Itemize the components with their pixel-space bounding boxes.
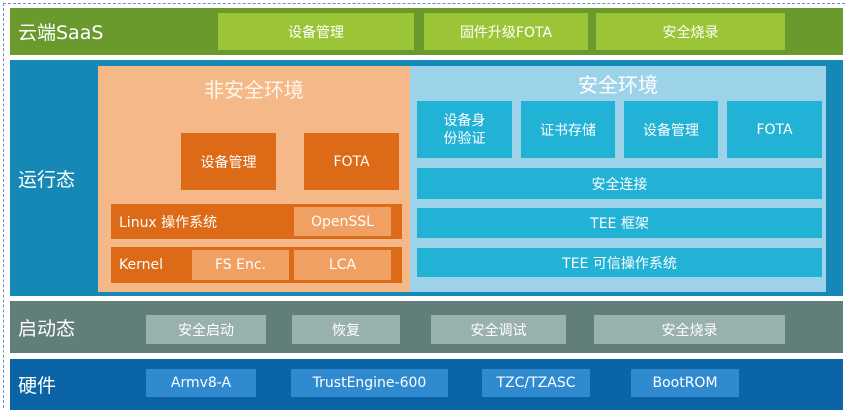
- ns-app-device-management: 设备管理: [181, 133, 276, 190]
- boot-item-secure-provisioning: 安全烧录: [594, 315, 785, 344]
- hw-item-trustengine-600: TrustEngine-600: [291, 369, 448, 397]
- tee-trusted-os-layer: TEE 可信操作系统: [417, 248, 822, 277]
- hw-item-tzc-tzasc: TZC/TZASC: [482, 369, 590, 397]
- openssl-component: OpenSSL: [294, 207, 391, 236]
- linux-os-label: Linux 操作系统: [119, 214, 218, 231]
- diagram-frame: [3, 3, 845, 408]
- sec-app-device-authentication: 设备身 份验证: [417, 101, 512, 158]
- sec-app-device-authentication-line1: 设备身: [443, 112, 486, 129]
- kernel-label: Kernel: [119, 257, 163, 273]
- sec-app-fota: FOTA: [727, 101, 822, 158]
- sec-app-device-authentication-line2: 份验证: [443, 130, 486, 147]
- hardware-label: 硬件: [18, 375, 57, 397]
- hw-item-armv8a: Armv8-A: [146, 369, 256, 397]
- cloud-saas-label: 云端SaaS: [18, 22, 104, 44]
- cloud-item-device-management: 设备管理: [218, 13, 414, 50]
- sec-app-certificate-storage: 证书存储: [521, 101, 615, 158]
- runtime-label: 运行态: [18, 168, 76, 191]
- secure-connection-layer: 安全连接: [417, 168, 822, 199]
- hw-item-bootrom: BootROM: [631, 369, 739, 397]
- boot-label: 启动态: [18, 317, 76, 340]
- boot-item-secure-debug: 安全调试: [431, 315, 566, 344]
- cloud-item-fota: 固件升级FOTA: [424, 13, 588, 50]
- tee-framework-layer: TEE 框架: [417, 208, 822, 238]
- secure-title: 安全环境: [578, 72, 658, 97]
- cloud-item-secure-provisioning: 安全烧录: [596, 13, 785, 50]
- nonsecure-title: 非安全环境: [204, 77, 304, 102]
- sec-app-device-management: 设备管理: [624, 101, 718, 158]
- boot-item-secure-boot: 安全启动: [146, 315, 266, 344]
- ns-app-fota: FOTA: [304, 133, 399, 190]
- lca-component: LCA: [294, 250, 391, 280]
- fs-enc-component: FS Enc.: [192, 250, 289, 280]
- boot-item-recovery: 恢复: [292, 315, 400, 344]
